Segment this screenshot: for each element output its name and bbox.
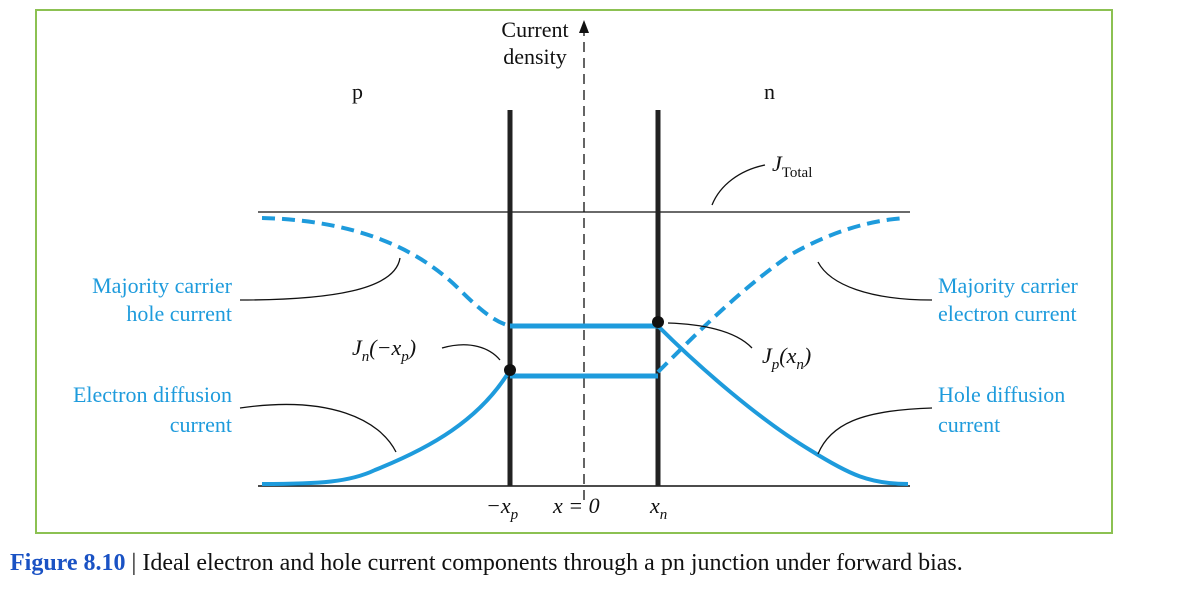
hole-diffusion-curve [656, 324, 909, 486]
jp-point [652, 316, 664, 328]
caption-text: Ideal electron and hole current componen… [142, 550, 963, 576]
jn-point [504, 364, 516, 376]
axis-label: Current density [501, 17, 569, 69]
jp-label: Jp(xn) [762, 343, 812, 373]
figure-caption: Figure 8.10 | Ideal electron and hole cu… [10, 548, 963, 578]
leader-jp [667, 322, 753, 349]
leader-jn [441, 344, 501, 361]
electron-diffusion-label: Electron diffusion current [72, 382, 232, 437]
majority-electron-curve [656, 216, 907, 374]
region-p-label: p [352, 79, 363, 104]
tick-x0: x = 0 [553, 493, 600, 518]
electron-diffusion-curve [261, 368, 512, 486]
caption-label: Figure 8.10 [10, 550, 126, 576]
region-n-label: n [764, 79, 775, 104]
leader-majority-hole [239, 257, 401, 301]
caption-separator: | [125, 550, 143, 576]
tick-neg-xp: −xp [486, 493, 519, 523]
hole-diffusion-label: Hole diffusion current [938, 382, 1066, 437]
leader-electron-diffusion [239, 403, 397, 453]
majority-hole-curve [261, 216, 511, 328]
majority-hole-label: Majority carrier hole current [92, 273, 232, 326]
leader-majority-electron [817, 261, 933, 301]
tick-xn: xn [650, 493, 668, 523]
figure-frame [35, 9, 1113, 534]
leader-j-total [711, 164, 766, 206]
jn-label: Jn(−xp) [352, 335, 417, 365]
j-total-label: JTotal [772, 151, 813, 181]
axis-arrowhead [579, 20, 589, 33]
leader-hole-diffusion [817, 407, 933, 455]
majority-electron-label: Majority carrier electron current [938, 273, 1078, 326]
